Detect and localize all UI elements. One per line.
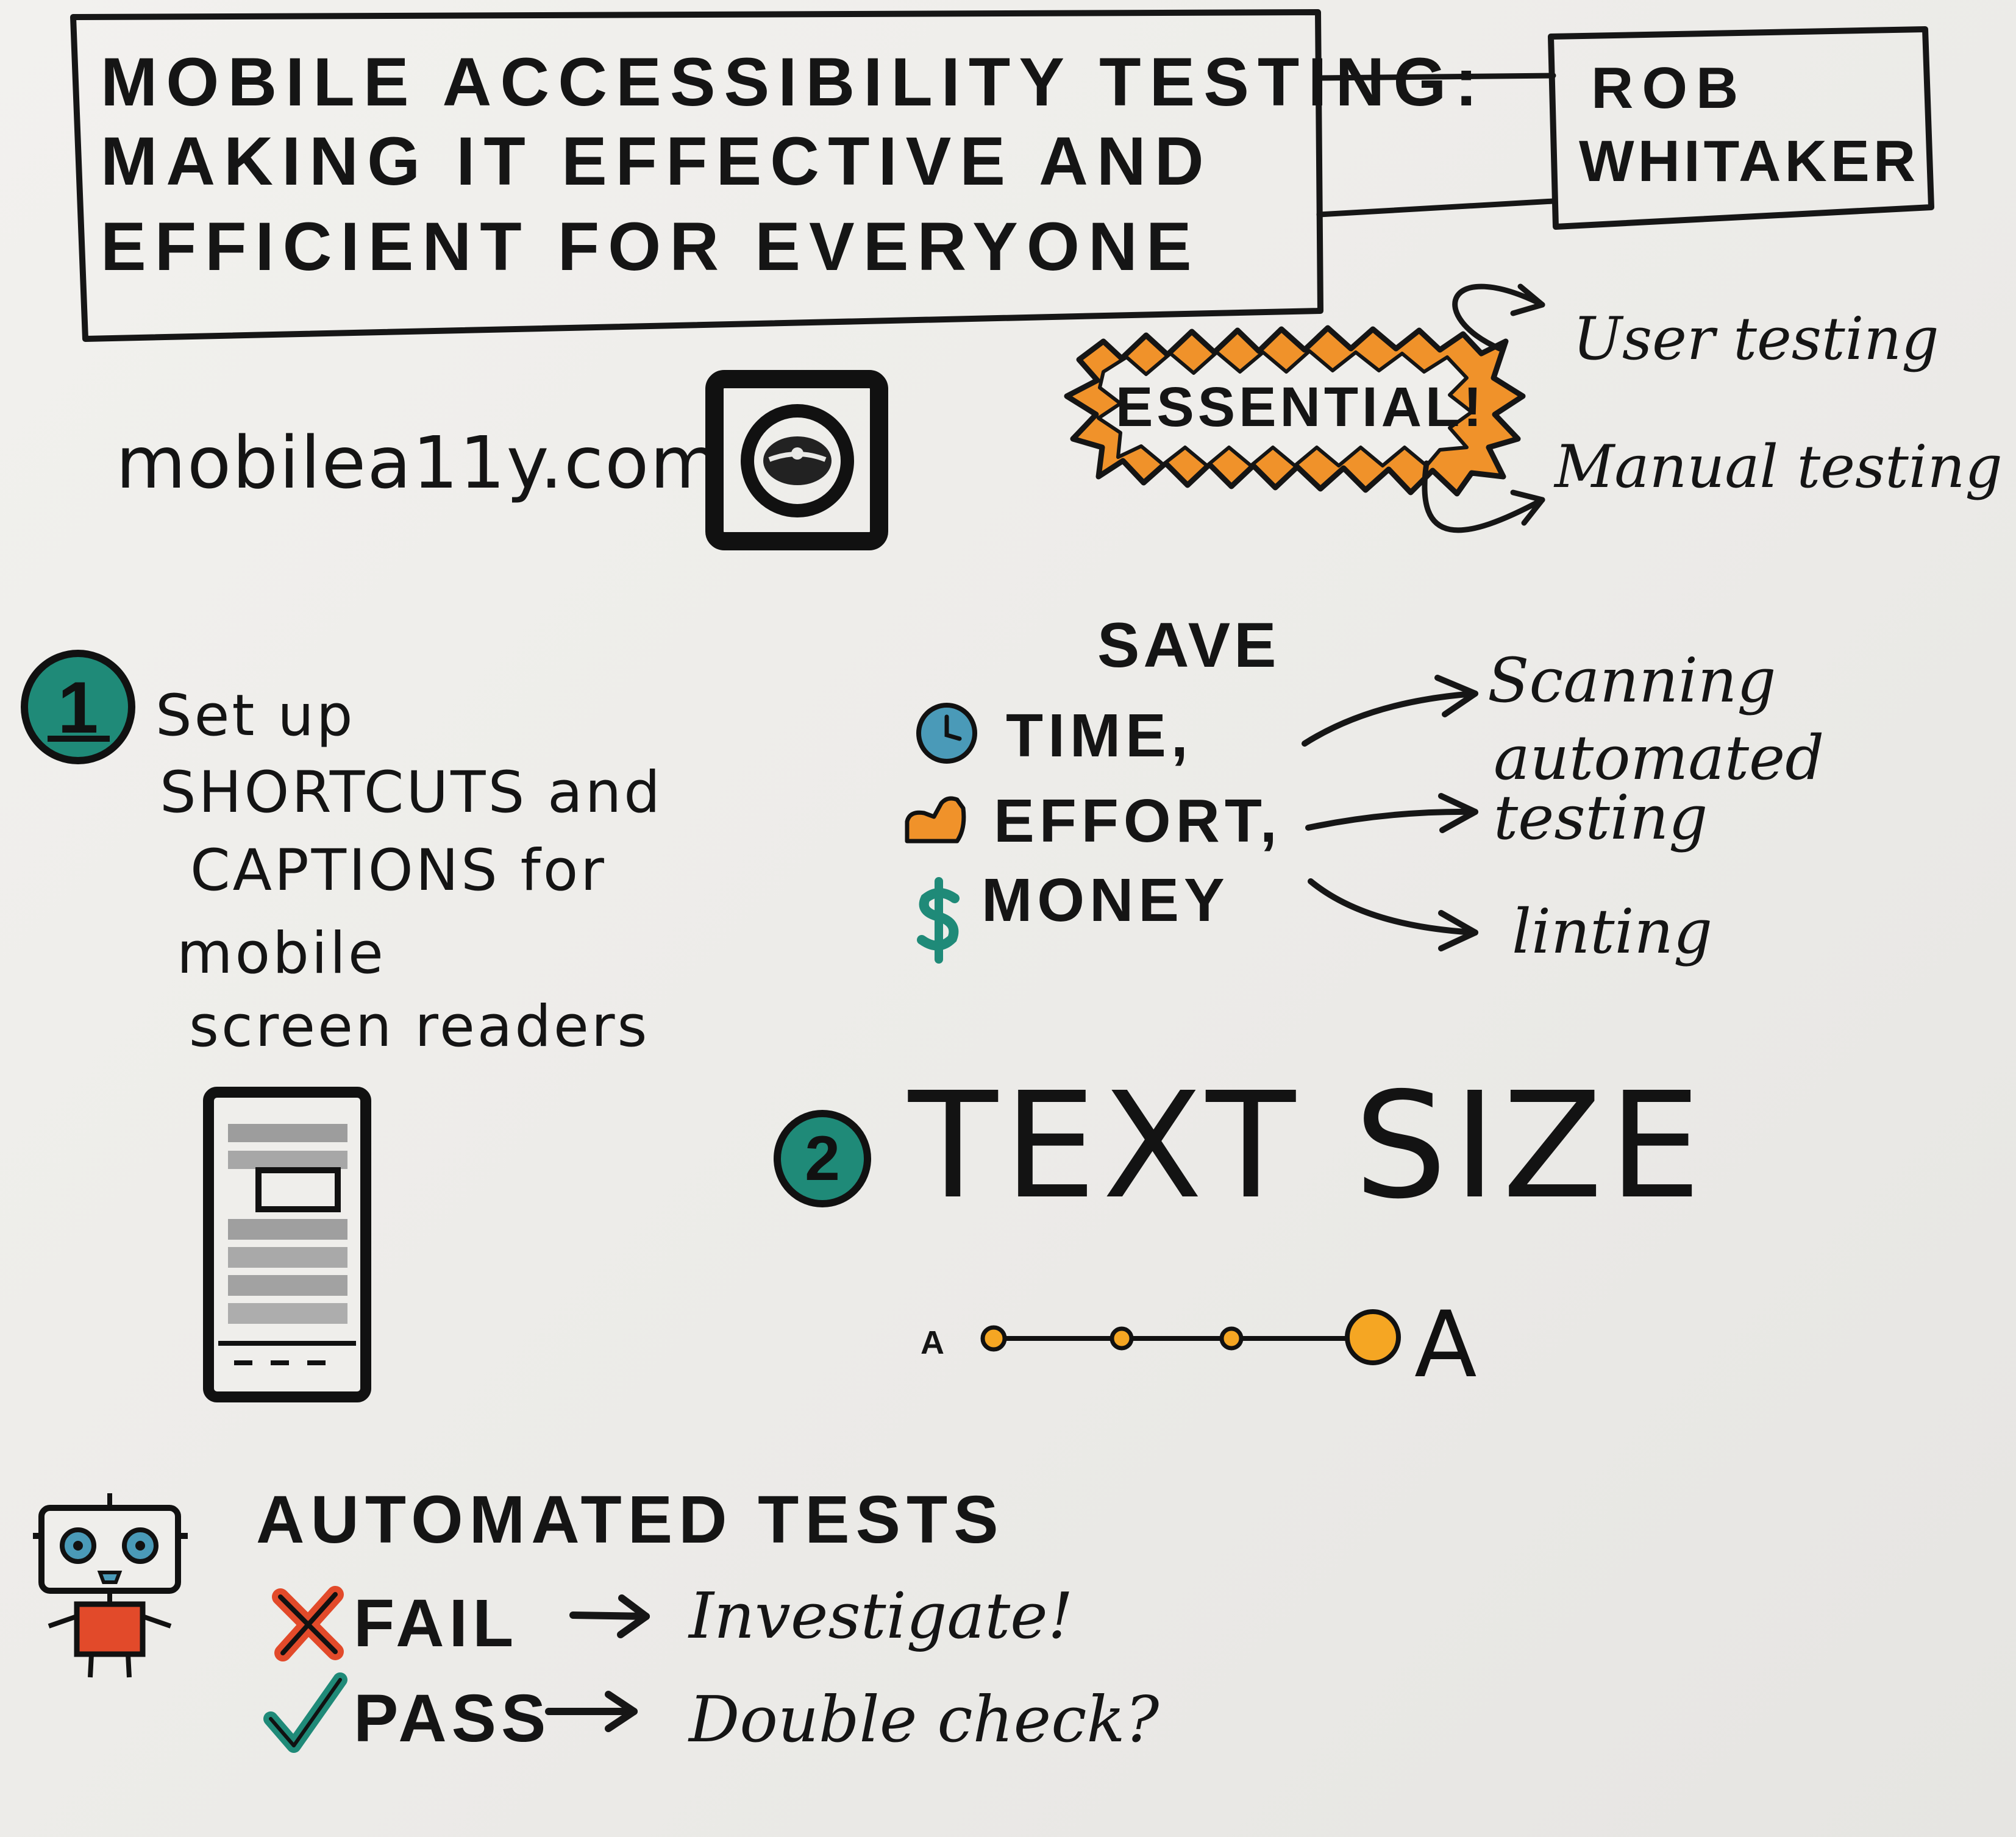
pass-label: PASS: [354, 1681, 551, 1756]
section-1-line-3: CAPTIONS for: [190, 837, 607, 904]
number-badge-icon: [21, 650, 135, 764]
section-1-line-4: mobile: [177, 920, 386, 987]
method-linting: linting: [1512, 896, 1712, 967]
title-line-1: MOBILE ACCESSIBILITY TESTING:: [101, 44, 1486, 120]
title-line-2: MAKING IT EFFECTIVE AND: [101, 123, 1213, 199]
logo-icon: [705, 370, 888, 550]
flexed-arm-icon-graphic: [905, 796, 966, 844]
user-testing-label: User testing: [1573, 305, 1939, 373]
fail-x-icon: [268, 1585, 347, 1664]
text-size-slider[interactable]: A A: [914, 1292, 1500, 1398]
section-1-number: 1: [57, 667, 99, 748]
method-scanning: Scanning: [1487, 645, 1776, 716]
fail-label: FAIL: [354, 1586, 519, 1661]
robot-icon: [33, 1493, 188, 1678]
speaker-first-name: ROB: [1591, 55, 1747, 121]
phone-illustration: [203, 1087, 372, 1403]
flexed-arm-icon: [902, 792, 969, 847]
slider-small-a: A: [921, 1324, 944, 1361]
clock-icon: [914, 701, 979, 766]
website-url: mobilea11y.com: [116, 421, 722, 505]
manual-testing-label: Manual testing: [1555, 433, 2003, 501]
essential-burst: ESSENTIAL!: [1055, 317, 1542, 500]
dollar-icon: [914, 877, 963, 964]
save-money-label: MONEY: [981, 866, 1230, 934]
section-1-line-1: Set up: [155, 683, 355, 749]
phone-icon: [203, 1087, 371, 1402]
slider-thumb[interactable]: [1345, 1309, 1401, 1365]
slider-track: [980, 1325, 1359, 1352]
essential-label: ESSENTIAL!: [1116, 376, 1486, 438]
method-automated-testing: automated testing: [1494, 722, 1825, 853]
save-time-label: TIME,: [1006, 702, 1193, 770]
automated-tests-title: AUTOMATED TESTS: [256, 1482, 1005, 1557]
robot-illustration: [24, 1487, 195, 1682]
speaker-last-name: WHITAKER: [1579, 129, 1920, 194]
save-heading: SAVE: [1097, 610, 1280, 681]
burst-icon: [1064, 325, 1526, 497]
section-1-line-5: screen readers: [189, 993, 650, 1060]
section-2-badge: 2: [771, 1107, 874, 1210]
pass-check-icon: [262, 1670, 347, 1755]
check-mark-icon: [263, 1672, 347, 1753]
slider-large-a: A: [1414, 1292, 1477, 1398]
mobile-a11y-logo: [705, 370, 889, 551]
save-effort-label: EFFORT,: [994, 787, 1282, 855]
title-line-3: EFFICIENT FOR EVERYONE: [101, 208, 1200, 285]
section-1-badge: 1: [18, 647, 138, 767]
pass-result: Double check?: [689, 1682, 1159, 1757]
fail-result: Investigate!: [689, 1579, 1074, 1653]
clock-icon-graphic: [916, 703, 977, 764]
section-1-line-2: SHORTCUTS and: [160, 759, 663, 826]
dollar-icon-graphic: [917, 877, 960, 964]
text-size-title: TEXT SIZE: [908, 1061, 1708, 1231]
section-2-number: 2: [805, 1123, 840, 1194]
x-mark-icon: [272, 1586, 344, 1661]
number-badge-icon: [774, 1110, 871, 1207]
